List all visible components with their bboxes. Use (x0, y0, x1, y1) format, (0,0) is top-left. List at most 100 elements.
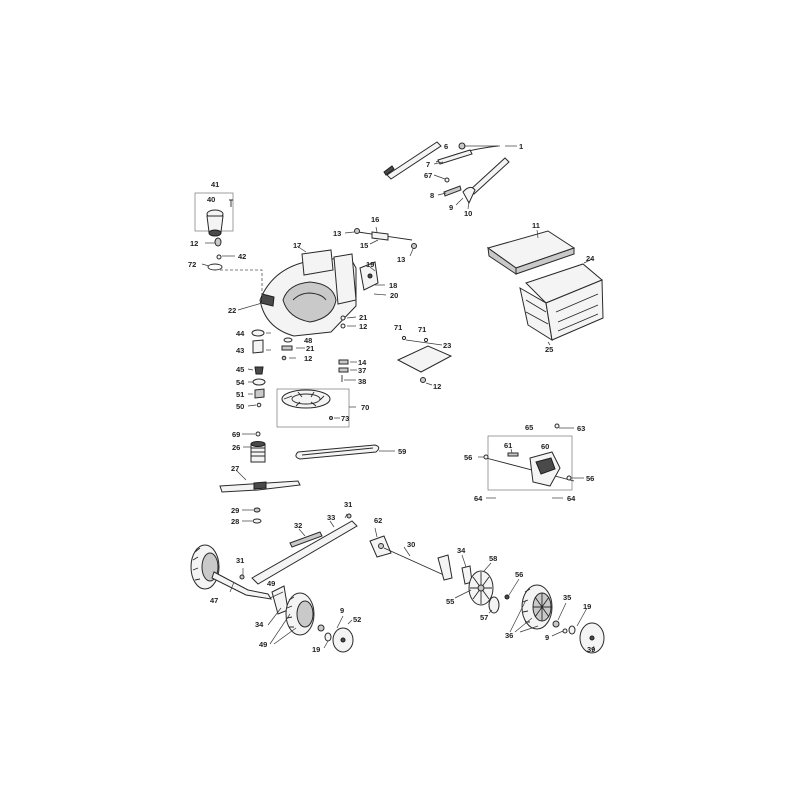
callout-65: 65 (525, 423, 533, 432)
callout-11: 11 (532, 221, 540, 230)
screw-12 (281, 355, 287, 361)
washer-28 (252, 518, 262, 524)
rear-wheel-47 (190, 544, 272, 600)
callout-73: 73 (341, 414, 349, 423)
callout-56-wheel: 56 (515, 570, 523, 579)
key-61 (507, 452, 519, 457)
callout-64-left: 64 (474, 494, 483, 503)
gearbox-kit-65 (478, 423, 584, 499)
callout-36: 36 (505, 631, 513, 640)
callout-25: 25 (545, 345, 553, 354)
nut-9-right (562, 628, 568, 634)
callout-10: 10 (464, 209, 472, 218)
axle-bar (251, 520, 358, 585)
drive-belt-59 (295, 444, 395, 460)
parts-kit-41 (194, 192, 235, 271)
drive-wheel-36 (454, 554, 605, 654)
rear-axle-33 (251, 513, 358, 585)
callout-26: 26 (232, 443, 240, 452)
callout-1: 1 (519, 142, 523, 151)
spacer-45 (254, 366, 264, 375)
callout-47: 47 (210, 596, 218, 605)
bracket-hole (367, 273, 373, 279)
callout-43: 43 (236, 346, 244, 355)
callout-21-deck: 21 (359, 313, 367, 322)
deck-rear-flap-17 (301, 249, 334, 276)
wheel-49-hub (296, 600, 314, 628)
screw-71-right (423, 337, 429, 343)
callout-31-mid: 31 (236, 556, 244, 565)
plate-body (396, 345, 453, 373)
pin-50 (256, 402, 262, 408)
handle-grip-left (383, 165, 395, 176)
rear-chute-11 (486, 229, 576, 275)
callout-35: 35 (563, 593, 571, 602)
callout-40: 40 (207, 195, 215, 204)
ring-56-left (483, 454, 489, 460)
deck-front-corner (260, 293, 275, 307)
bag-mesh-front (525, 299, 549, 325)
handle-bar-left (386, 141, 442, 180)
callout-70: 70 (361, 403, 369, 412)
blade-center (253, 481, 267, 490)
gear-hub-58 (477, 584, 485, 592)
callout-27: 27 (231, 464, 239, 473)
callout-72: 72 (188, 260, 196, 269)
callout-39: 39 (587, 645, 595, 654)
kit-box-65 (487, 435, 573, 491)
mower-deck-22 (220, 245, 387, 337)
callout-34-right: 34 (457, 546, 466, 555)
bracket-32 (289, 531, 323, 548)
nut-13-left (354, 228, 360, 234)
deck-side-wall (333, 253, 357, 305)
callout-30: 30 (407, 540, 415, 549)
fan-hub (291, 393, 321, 405)
callout-9-right: 9 (545, 633, 549, 642)
kit-pin (229, 199, 233, 207)
bolt-12-top (214, 237, 222, 247)
callout-44: 44 (236, 329, 245, 338)
callout-12-top: 12 (190, 239, 198, 248)
callout-9-handle: 9 (449, 203, 453, 212)
callout-56-left: 56 (464, 453, 472, 462)
bushing-43 (252, 339, 264, 354)
callout-19-left: 19 (312, 645, 320, 654)
axle-arm (437, 554, 453, 581)
washer-54 (252, 378, 266, 386)
grass-bag-24 (519, 258, 604, 346)
callout-52: 52 (353, 615, 361, 624)
bolt-14 (338, 359, 349, 365)
callout-7: 7 (426, 160, 430, 169)
handle-knob-10 (462, 186, 476, 205)
nut-35 (552, 620, 560, 628)
belt-body (295, 444, 380, 460)
callout-14: 14 (358, 358, 367, 367)
callout-19-right: 19 (583, 602, 591, 611)
gearbox-gear (535, 457, 556, 475)
washer-42 (216, 254, 222, 260)
callout-32: 32 (294, 521, 302, 530)
callout-22: 22 (228, 306, 236, 315)
callout-61: 61 (504, 441, 512, 450)
front-axle-30 (369, 527, 453, 581)
blade-bolts (242, 507, 262, 524)
screw-71-left (401, 335, 407, 341)
callout-57: 57 (480, 613, 488, 622)
screw-73 (329, 416, 333, 420)
screw-69 (255, 431, 261, 437)
bracket-hole-62 (378, 543, 384, 549)
callout-12-deck: 12 (359, 322, 367, 331)
cable-clip-67 (444, 177, 450, 183)
nut-9-left (317, 624, 325, 632)
callout-58: 58 (489, 554, 497, 563)
callout-12-column: 12 (304, 354, 312, 363)
callout-33: 33 (327, 513, 335, 522)
callout-51: 51 (236, 390, 244, 399)
wheel-49-left (267, 585, 354, 653)
deck-rib (292, 292, 327, 301)
callout-16: 16 (371, 215, 379, 224)
callout-6: 6 (444, 142, 448, 151)
callout-50: 50 (236, 402, 244, 411)
callout-49-top: 49 (267, 579, 275, 588)
